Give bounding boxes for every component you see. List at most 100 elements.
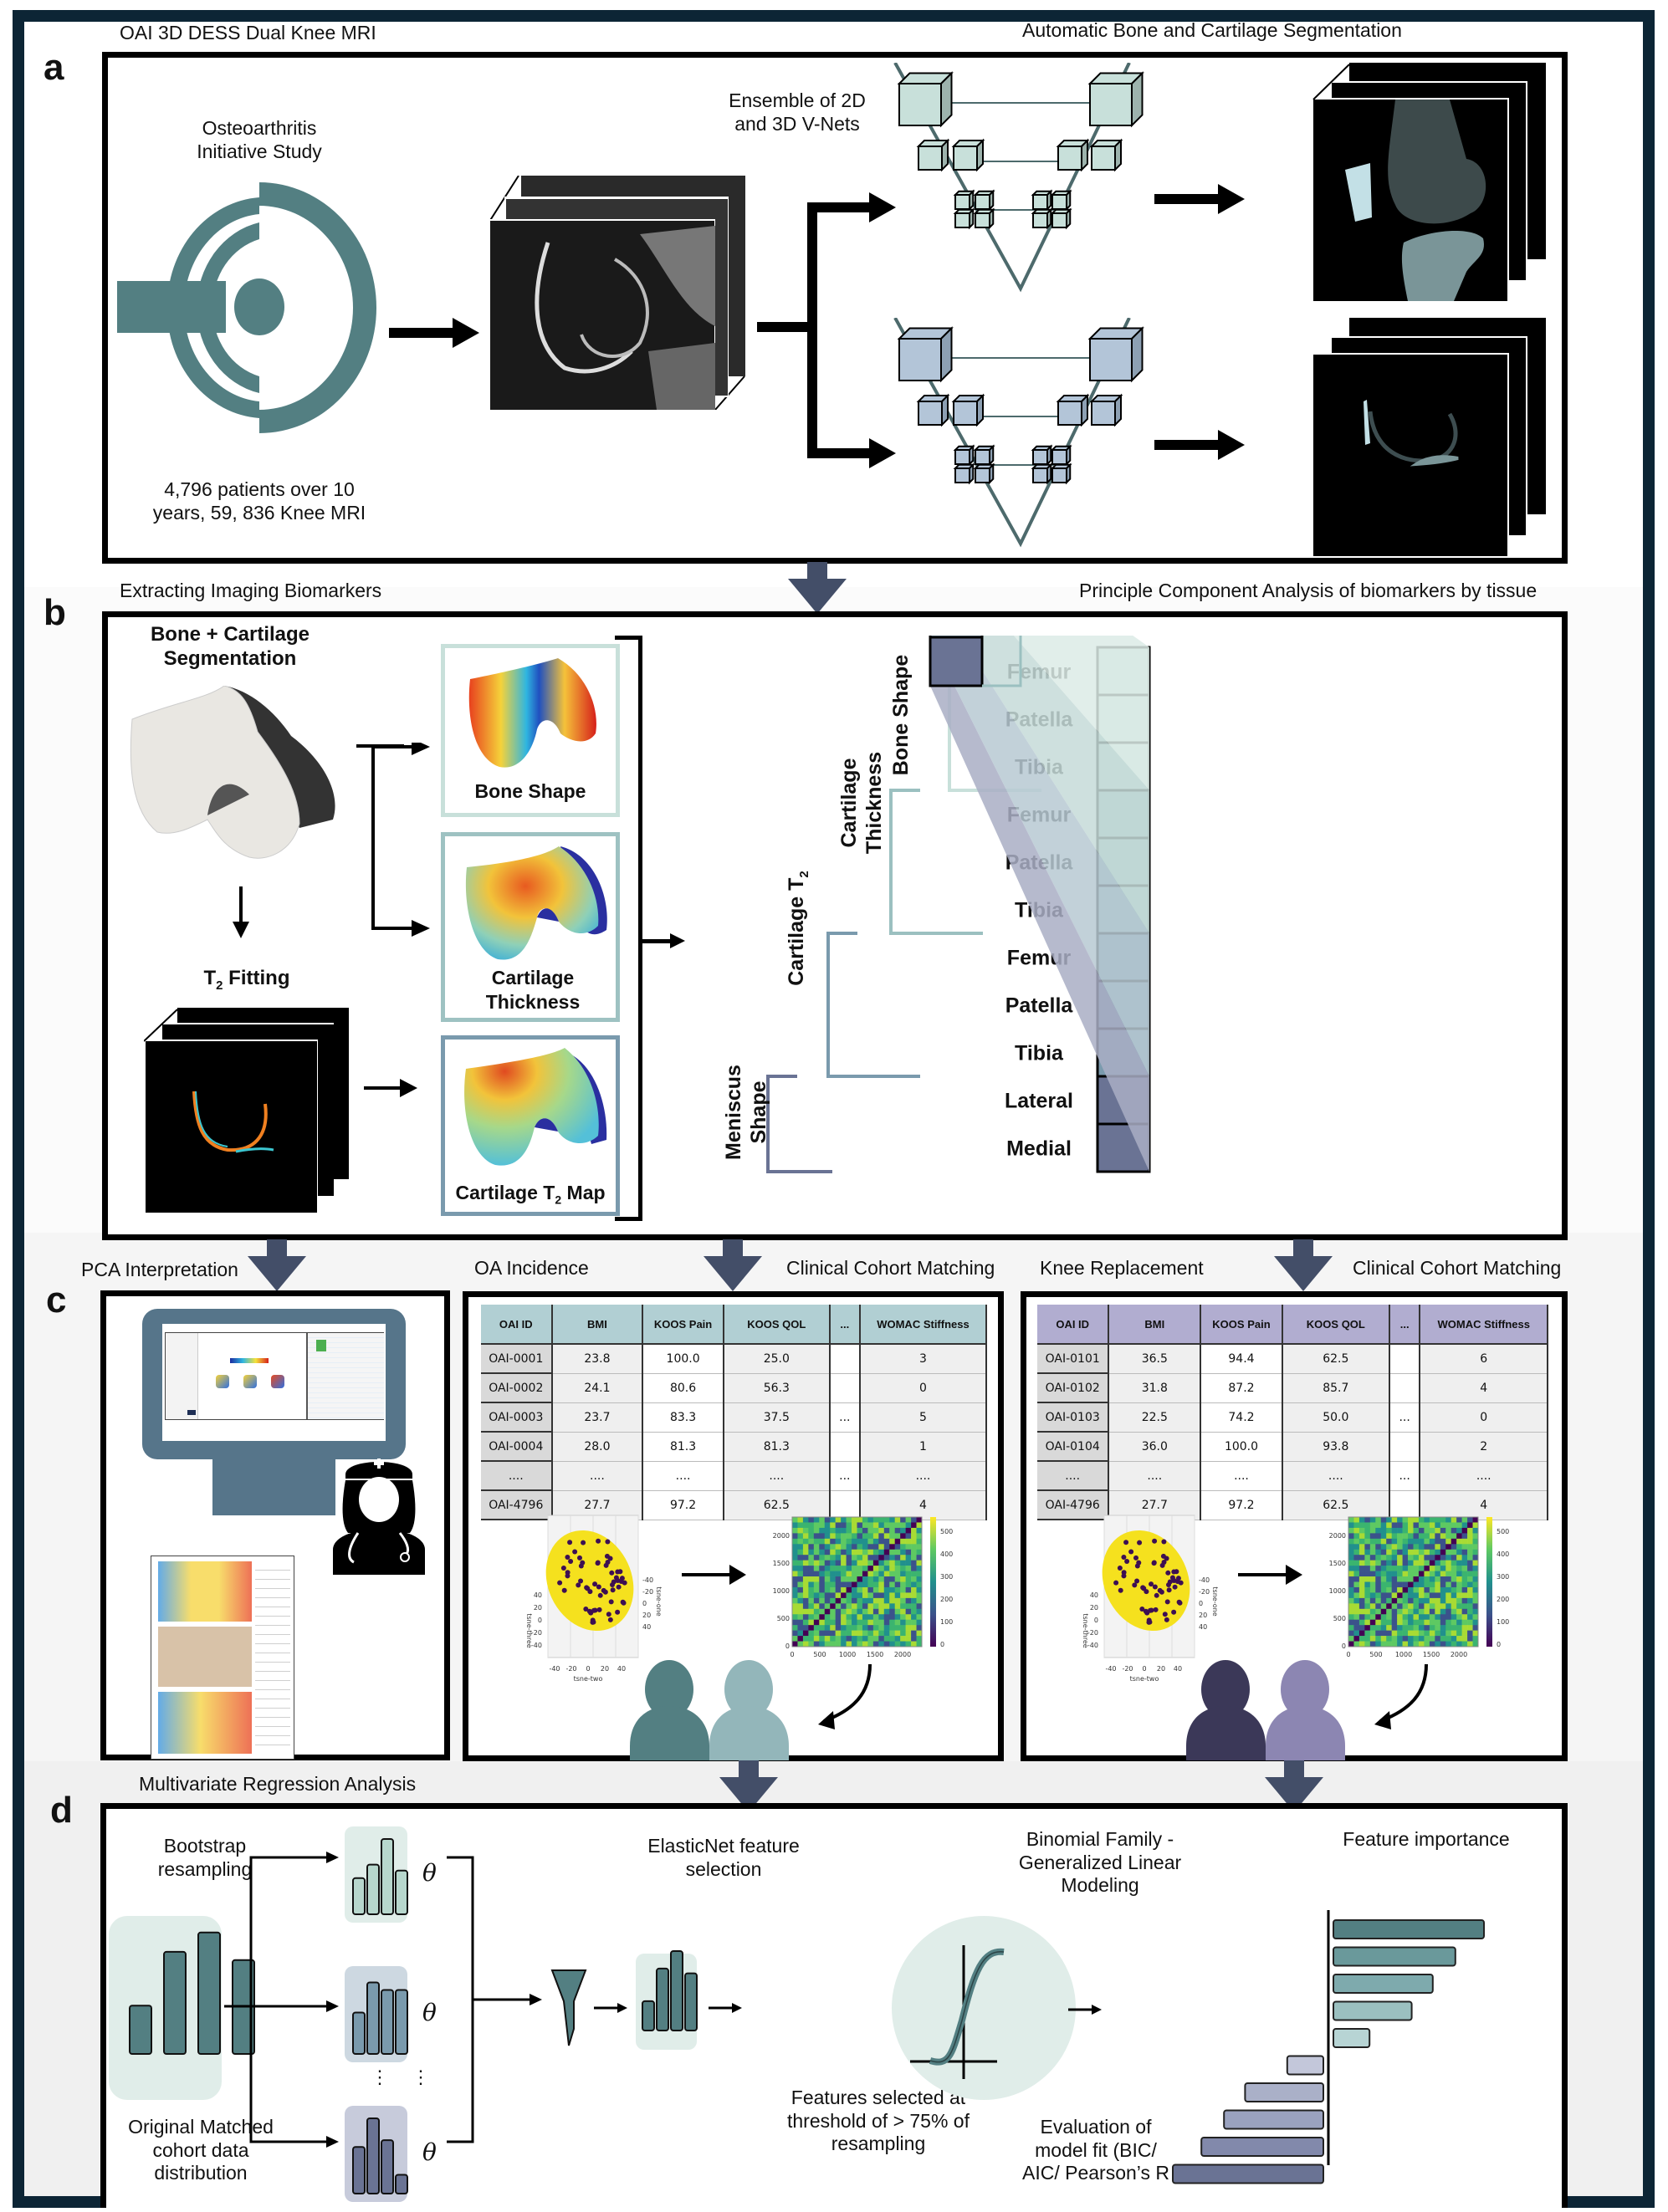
cube-front xyxy=(1057,146,1082,171)
heatmap-cell xyxy=(1424,1576,1430,1582)
heatmap-cell xyxy=(1375,1625,1382,1631)
heatmap-cell xyxy=(1369,1614,1376,1621)
tsne-point xyxy=(591,1619,596,1625)
heatmap-cell xyxy=(1369,1538,1376,1545)
heatmap-cell xyxy=(1445,1549,1452,1556)
table-cell: 25.0 xyxy=(723,1344,831,1374)
heatmap-cell xyxy=(1386,1586,1392,1593)
heatmap-cell xyxy=(1413,1576,1420,1582)
table-cell: 50.0 xyxy=(1282,1402,1390,1433)
heatmap-cell xyxy=(1364,1586,1371,1593)
heatmap-cell xyxy=(1424,1608,1430,1615)
tsne-point xyxy=(1147,1619,1153,1625)
heatmap-cell xyxy=(846,1625,852,1631)
heatmap-cell xyxy=(1451,1630,1457,1637)
heatmap-cell xyxy=(835,1549,842,1556)
heatmap-cell xyxy=(1424,1641,1430,1648)
heatmap-cell xyxy=(1402,1517,1409,1523)
heatmap-cell xyxy=(1461,1533,1468,1540)
heatmap-cell xyxy=(872,1533,879,1540)
heatmap-cell xyxy=(1402,1586,1409,1593)
heatmap-cell xyxy=(1418,1592,1425,1599)
cube-side xyxy=(1114,393,1122,427)
heatmap-cell xyxy=(824,1581,831,1588)
heatmap-cell xyxy=(841,1581,847,1588)
heatmap-cell xyxy=(867,1641,874,1648)
heatmap-cell xyxy=(1429,1560,1435,1566)
tsne-point xyxy=(1171,1609,1177,1615)
heatmap-cell xyxy=(1386,1555,1392,1561)
heatmap-cell xyxy=(808,1555,815,1561)
heatmap-cell xyxy=(797,1522,804,1529)
heatmap-cell xyxy=(905,1603,912,1610)
heatmap-cell xyxy=(1413,1641,1420,1648)
importance-bar xyxy=(1244,2082,1325,2102)
heatmap-cell xyxy=(862,1581,868,1588)
heatmap-cell xyxy=(872,1566,879,1571)
heatmap-cell xyxy=(792,1630,798,1637)
heatmap-cell xyxy=(797,1566,804,1571)
heatmap-cell xyxy=(808,1566,815,1571)
heatmap-cell xyxy=(916,1566,923,1571)
resample-bar xyxy=(352,2011,366,2055)
heatmap-cell xyxy=(846,1641,852,1648)
heatmap-cell xyxy=(857,1641,863,1648)
heatmap-cell xyxy=(1369,1527,1376,1534)
heatmap-cell xyxy=(1435,1538,1441,1545)
heatmap-cell xyxy=(797,1538,804,1545)
heatmap-cell xyxy=(911,1641,917,1648)
heatmap-cell xyxy=(1445,1641,1452,1648)
heatmap-cell xyxy=(900,1527,906,1534)
flow-arrow-c-to-d-oa xyxy=(719,1760,778,1812)
heatmap-cell xyxy=(911,1538,917,1545)
elasticnet-label: ElasticNet feature selection xyxy=(647,1835,800,1880)
heatmap-cell xyxy=(878,1586,885,1593)
heatmap-cell xyxy=(1348,1527,1354,1534)
table-cell: 1 xyxy=(859,1432,988,1462)
heatmap-cell xyxy=(1369,1619,1376,1626)
heatmap-cell xyxy=(792,1641,798,1648)
heatmap-cell xyxy=(1348,1603,1354,1610)
cube-front xyxy=(954,449,970,465)
heatmap-cell xyxy=(1429,1597,1435,1604)
heatmap-cell xyxy=(857,1608,863,1615)
heatmap-frame xyxy=(1348,1516,1479,1648)
heatmap-cell xyxy=(1440,1555,1446,1561)
person-head-left xyxy=(645,1660,693,1719)
tsne-point xyxy=(606,1612,611,1617)
heatmap-cell xyxy=(808,1533,815,1540)
heatmap-cell xyxy=(846,1581,852,1588)
tsne-z-tick: 40 xyxy=(1199,1623,1207,1631)
heatmap-cell xyxy=(1402,1527,1409,1534)
heatmap-cell xyxy=(830,1614,836,1621)
heatmap-cell xyxy=(819,1527,826,1534)
heatmap-cell xyxy=(1348,1630,1354,1637)
selected-feature-bar xyxy=(642,2000,655,2032)
heatmap-cell xyxy=(830,1603,836,1610)
heatmap-cell xyxy=(883,1614,890,1621)
cube-front xyxy=(1089,83,1133,126)
heatmap-cell xyxy=(824,1576,831,1582)
heatmap-cell xyxy=(916,1576,923,1582)
heatmap-cell xyxy=(797,1549,804,1556)
heatmap-cell xyxy=(841,1619,847,1626)
heatmap-cell xyxy=(802,1566,809,1571)
heatmap-cell xyxy=(835,1544,842,1550)
heatmap-cell xyxy=(878,1544,885,1550)
cube-front xyxy=(975,212,990,228)
table-cell: .... xyxy=(723,1461,831,1491)
heatmap-cell xyxy=(894,1630,901,1637)
cube-side xyxy=(940,71,953,128)
heatmap-cell xyxy=(1402,1555,1409,1561)
heatmap-cell xyxy=(1364,1619,1371,1626)
heatmap-x-tick: 0 xyxy=(790,1651,794,1658)
tsne-y-tick: 0 xyxy=(538,1617,542,1624)
tsne-y-tick: -40 xyxy=(531,1642,542,1649)
group-bracket xyxy=(766,1075,832,1173)
heatmap-cell xyxy=(1348,1592,1354,1599)
heatmap-cell xyxy=(872,1597,879,1604)
heatmap-cell xyxy=(1348,1586,1354,1593)
heatmap-cell xyxy=(1402,1597,1409,1604)
heatmap-cell xyxy=(867,1597,874,1604)
tsne-point xyxy=(1124,1559,1130,1565)
